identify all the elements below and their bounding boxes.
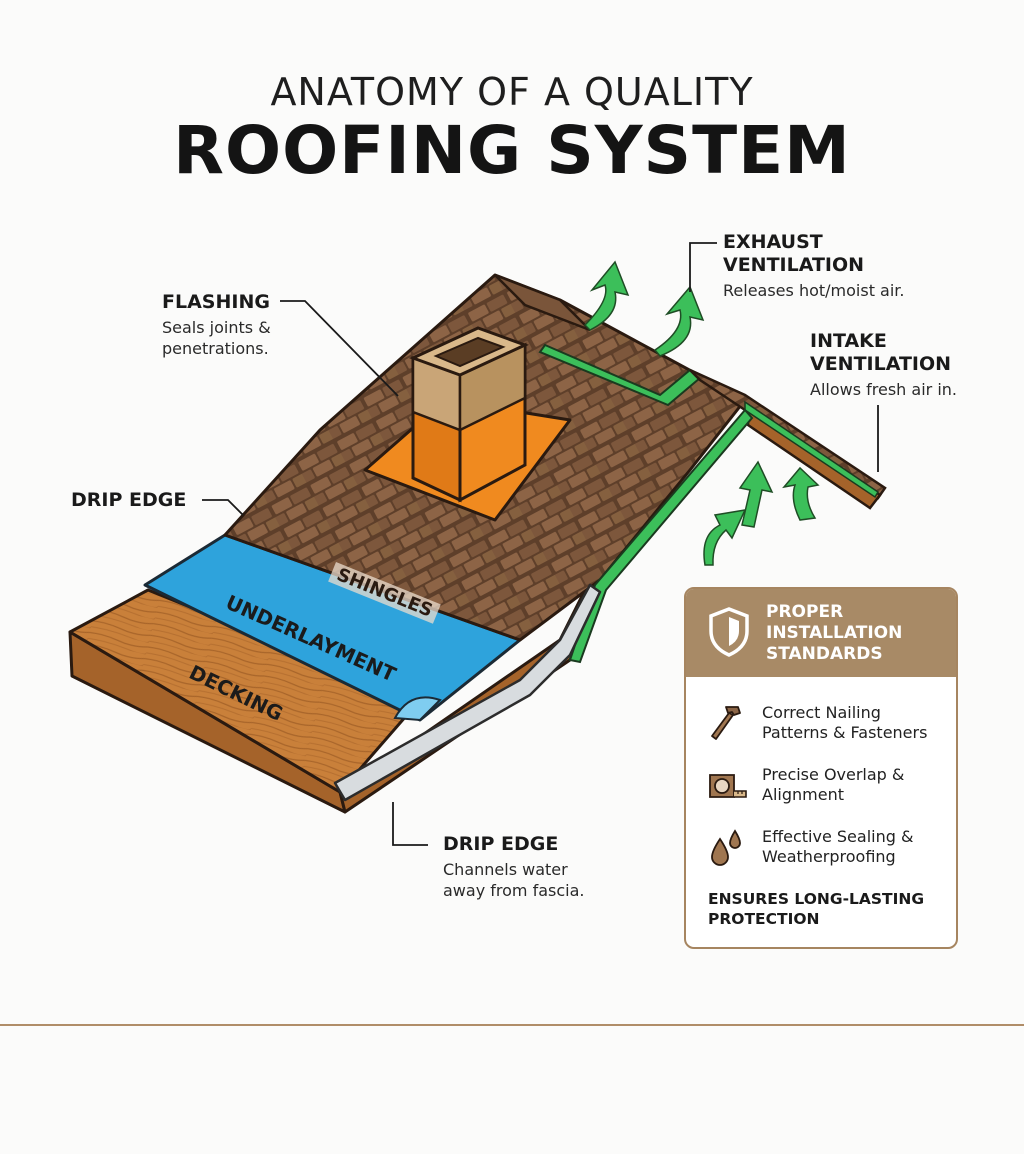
- shield-icon: [709, 607, 749, 657]
- drip-edge-metal: [333, 583, 602, 802]
- bottom-divider: [0, 1024, 1024, 1026]
- panel-item-nailing-text: Correct Nailing Patterns & Fasteners: [762, 703, 927, 743]
- intake-heading-1: INTAKE: [810, 330, 887, 352]
- panel-item-nailing-line-2: Patterns & Fasteners: [762, 723, 928, 742]
- hammer-icon: [711, 706, 741, 740]
- panel-item-overlap-line-2: Alignment: [762, 785, 844, 804]
- underlayment-curl: [393, 696, 442, 722]
- panel-header: PROPER INSTALLATION STANDARDS: [686, 589, 956, 677]
- tape-measure-icon: [709, 774, 747, 798]
- panel-item-sealing-text: Effective Sealing & Weatherproofing: [762, 827, 913, 867]
- exhaust-heading-2: VENTILATION: [723, 254, 865, 276]
- panel-footer: ENSURES LONG-LASTING PROTECTION: [708, 889, 924, 929]
- flashing-desc-1: Seals joints &: [162, 318, 271, 337]
- chimney-flue: [433, 336, 506, 368]
- drip-edge-bottom-desc-1: Channels water: [443, 860, 568, 879]
- flashing-heading: FLASHING: [162, 291, 270, 313]
- panel-item-sealing-line-1: Effective Sealing &: [762, 827, 914, 846]
- drip-edge-bottom-callout: DRIP EDGE Channels water away from fasci…: [443, 833, 584, 901]
- drip-edge-top-heading: DRIP EDGE: [71, 489, 187, 511]
- intake-arrow-1: [703, 509, 747, 566]
- flashing-desc-2: penetrations.: [162, 339, 269, 358]
- flashing-callout: FLASHING Seals joints & penetrations.: [162, 291, 271, 359]
- panel-title-line-3: STANDARDS: [766, 644, 883, 664]
- intake-heading-2: VENTILATION: [810, 353, 952, 375]
- intake-vent-strip: [568, 408, 754, 664]
- drip-edge-bottom-heading: DRIP EDGE: [443, 833, 559, 855]
- panel-item-overlap-line-1: Precise Overlap &: [762, 765, 905, 784]
- intake-arrow-2: [738, 460, 774, 528]
- panel-item-nailing: Correct Nailing Patterns & Fasteners: [704, 701, 944, 751]
- panel-item-sealing: Effective Sealing & Weatherproofing: [704, 825, 944, 875]
- exhaust-desc: Releases hot/moist air.: [723, 281, 905, 300]
- drip-edge-top-callout: DRIP EDGE: [71, 489, 186, 512]
- intake-callout: INTAKE VENTILATION Allows fresh air in.: [810, 330, 957, 400]
- panel-footer-line-2: PROTECTION: [708, 910, 820, 928]
- flashing-leader-line: [280, 300, 399, 397]
- panel-item-overlap: Precise Overlap & Alignment: [704, 763, 944, 813]
- exhaust-arrow-right: [653, 285, 705, 357]
- exhaust-heading-1: EXHAUST: [723, 231, 823, 253]
- intake-desc: Allows fresh air in.: [810, 380, 957, 399]
- title-line-1: ANATOMY OF A QUALITY: [270, 70, 754, 114]
- drip-edge-bottom-leader-line: [392, 802, 428, 846]
- exhaust-arrow-left: [583, 260, 630, 331]
- exhaust-leader-line: [689, 242, 717, 292]
- gable-vent-strip: [744, 400, 880, 499]
- drip-edge-bottom-desc-2: away from fascia.: [443, 881, 585, 900]
- panel-title: PROPER INSTALLATION STANDARDS: [766, 602, 902, 665]
- drip-edge-top-leader-line: [202, 499, 244, 516]
- panel-item-overlap-text: Precise Overlap & Alignment: [762, 765, 904, 805]
- panel-item-sealing-line-2: Weatherproofing: [762, 847, 896, 866]
- panel-item-nailing-line-1: Correct Nailing: [762, 703, 881, 722]
- title-line-2: ROOFING SYSTEM: [173, 112, 851, 189]
- water-drops-icon: [711, 829, 741, 866]
- panel-title-line-1: PROPER: [766, 602, 844, 622]
- panel-footer-line-1: ENSURES LONG-LASTING: [708, 890, 925, 908]
- panel-title-line-2: INSTALLATION: [766, 623, 903, 643]
- installation-standards-panel: PROPER INSTALLATION STANDARDS Correct Na…: [684, 587, 958, 949]
- exhaust-callout: EXHAUST VENTILATION Releases hot/moist a…: [723, 231, 905, 301]
- intake-arrow-3: [782, 466, 820, 521]
